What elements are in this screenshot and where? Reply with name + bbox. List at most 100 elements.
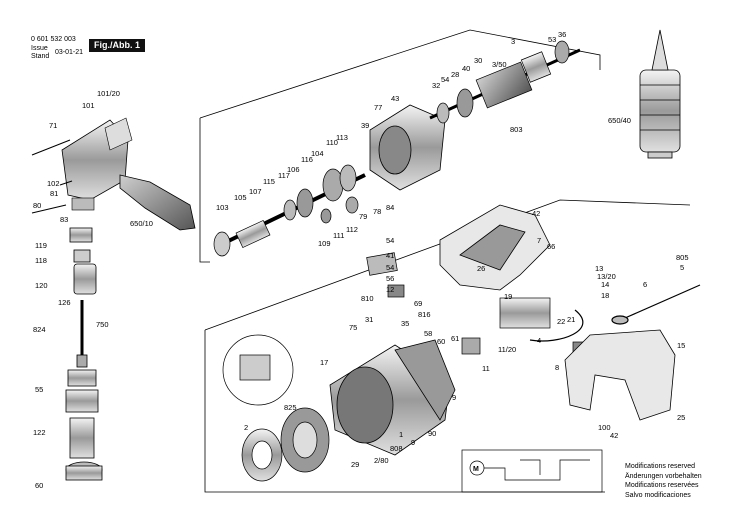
handle-half-lower: [564, 329, 676, 421]
part-number-label: 120: [35, 281, 48, 290]
part-number-label: 13/20: [597, 272, 616, 281]
part-number-label: 71: [49, 121, 57, 130]
part-number-label: 107: [249, 187, 262, 196]
part-number-label: 83: [60, 215, 68, 224]
part-number-label: 808: [390, 444, 403, 453]
part-number-label: 61: [451, 334, 459, 343]
part-number-label: 69: [414, 299, 422, 308]
part-number-label: 60: [35, 481, 43, 490]
part-number-label: 54: [386, 236, 394, 245]
part-number-label: 805: [676, 253, 689, 262]
bolts: [31, 139, 73, 214]
part-labels: 336533/5030402854324377803650/40101/2010…: [0, 0, 689, 490]
part-number-label: 101: [82, 101, 95, 110]
issue-label: Issue: [31, 45, 48, 52]
part-number-label: 31: [365, 315, 373, 324]
part-number-label: 7: [537, 236, 541, 245]
part-number-label: 41: [386, 251, 394, 260]
punch-die-stack: [65, 227, 103, 481]
part-number-label: 2: [244, 423, 248, 432]
part-number-label: 803: [510, 125, 523, 134]
field-winding: [241, 407, 330, 482]
part-number-label: 122: [33, 428, 46, 437]
part-number-label: 5: [680, 263, 684, 272]
modification-line: Salvo modificaciones: [625, 491, 691, 499]
issue-date: 03-01-21: [55, 49, 84, 56]
part-number-label: 90: [428, 429, 436, 438]
part-number-label: 80: [33, 201, 41, 210]
part-number-label: 126: [58, 298, 71, 307]
figure-label: Fig./Abb. 1: [89, 39, 145, 52]
part-number-label: 54: [441, 75, 449, 84]
part-number-label: 116: [301, 155, 313, 164]
side-handle: [119, 174, 196, 231]
part-number-label: 54: [386, 263, 394, 272]
part-number-label: 28: [451, 70, 459, 79]
part-number-label: 3/50: [492, 60, 507, 69]
part-number-label: 105: [234, 193, 247, 202]
part-number-label: 115: [263, 177, 275, 186]
part-number-label: 77: [374, 103, 382, 112]
part-number-label: 650/40: [608, 116, 631, 125]
part-number-label: 6: [643, 280, 647, 289]
field-housing: [329, 339, 456, 456]
handle-half-upper: [439, 204, 551, 291]
svg-text:M: M: [473, 466, 479, 473]
part-number-label: 66: [547, 242, 555, 251]
modifications-notice: Modifications reserved Änderungen vorbeh…: [625, 462, 702, 500]
part-number-label: 119: [35, 241, 47, 250]
part-number-label: 1: [399, 430, 403, 439]
gear-train: [213, 164, 366, 257]
part-number-label: 17: [320, 358, 328, 367]
part-number-label: 19: [504, 292, 512, 301]
part-number-label: 106: [287, 165, 300, 174]
part-number-label: 84: [386, 203, 394, 212]
part-number-label: 79: [359, 212, 367, 221]
part-number-label: 32: [432, 81, 440, 90]
part-number-label: 43: [391, 94, 399, 103]
part-number-label: 102: [47, 179, 60, 188]
grease-tube: [639, 29, 681, 159]
part-number-label: 22: [557, 317, 565, 326]
armature: [429, 40, 581, 124]
part-number-label: 40: [462, 64, 470, 73]
part-number-label: 113: [336, 133, 348, 142]
part-number-label: 824: [33, 325, 46, 334]
part-number-label: 825: [284, 403, 297, 412]
modification-line: Modifications reserved: [625, 463, 696, 470]
part-number-label: 26: [477, 264, 485, 273]
part-number-label: 816: [418, 310, 431, 319]
bearing-housing: [369, 104, 446, 191]
part-number-label: 100: [598, 423, 611, 432]
part-number-label: 56: [386, 274, 394, 283]
part-number-label: 117: [278, 171, 290, 180]
part-number-label: 103: [216, 203, 229, 212]
part-number-label: 25: [677, 413, 685, 422]
doc-number: 0 601 532 003: [31, 36, 76, 43]
part-number-label: 78: [373, 207, 381, 216]
part-number-label: 35: [401, 319, 409, 328]
part-number-label: 109: [318, 239, 331, 248]
part-number-label: 53: [548, 35, 556, 44]
part-number-label: 21: [567, 315, 575, 324]
power-cord: [529, 284, 701, 342]
part-number-label: 55: [35, 385, 43, 394]
part-number-label: 15: [677, 341, 685, 350]
modification-line: Änderungen vorbehalten: [625, 472, 702, 480]
part-number-label: 3: [511, 37, 515, 46]
part-number-label: 9: [452, 393, 456, 402]
part-number-label: 111: [333, 231, 344, 240]
part-number-label: 650/10: [130, 219, 153, 228]
part-number-label: 750: [96, 320, 109, 329]
part-number-label: 4: [537, 336, 541, 345]
part-number-label: 104: [311, 149, 324, 158]
part-number-label: 118: [35, 256, 47, 265]
part-number-label: 810: [361, 294, 374, 303]
part-number-label: 42: [610, 431, 618, 440]
part-number-label: 29: [351, 460, 359, 469]
gear-head-housing: [61, 117, 133, 211]
part-number-label: 101/20: [97, 89, 120, 98]
part-number-label: 13: [595, 264, 603, 273]
part-number-label: 30: [474, 56, 482, 65]
